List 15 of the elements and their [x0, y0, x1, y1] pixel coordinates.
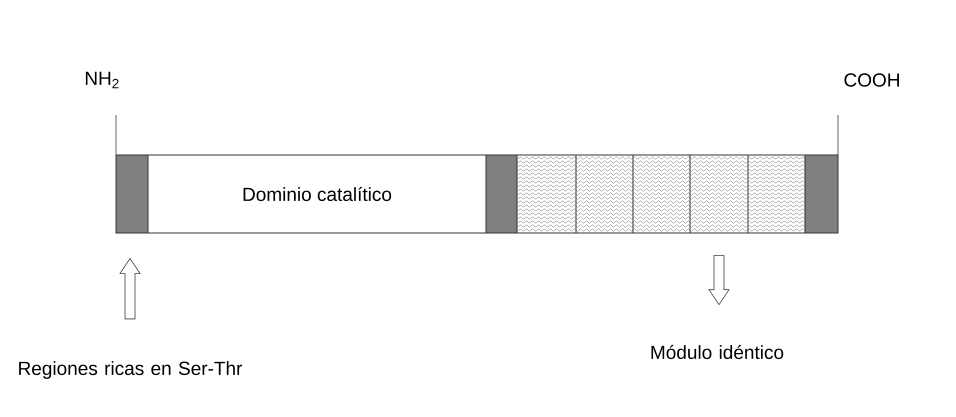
module-segment	[632, 154, 690, 234]
caption-text: Módulo idéntico	[651, 344, 784, 360]
terminus-label: NH$_{2}$	[86, 72, 119, 88]
terminus-label: COOH	[844, 73, 899, 87]
domain-box: Dominio catalítico	[148, 154, 486, 234]
linker-segment	[116, 154, 148, 234]
module-segment	[516, 154, 576, 234]
block-arrow	[708, 255, 730, 306]
caption-text: Regiones ricas en Ser-Thr	[19, 361, 242, 379]
module-segment	[576, 154, 634, 234]
module-segment	[748, 154, 806, 234]
block-arrow	[119, 258, 141, 320]
linker-segment	[486, 154, 518, 234]
module-segment	[690, 154, 748, 234]
linker-segment	[804, 154, 838, 234]
